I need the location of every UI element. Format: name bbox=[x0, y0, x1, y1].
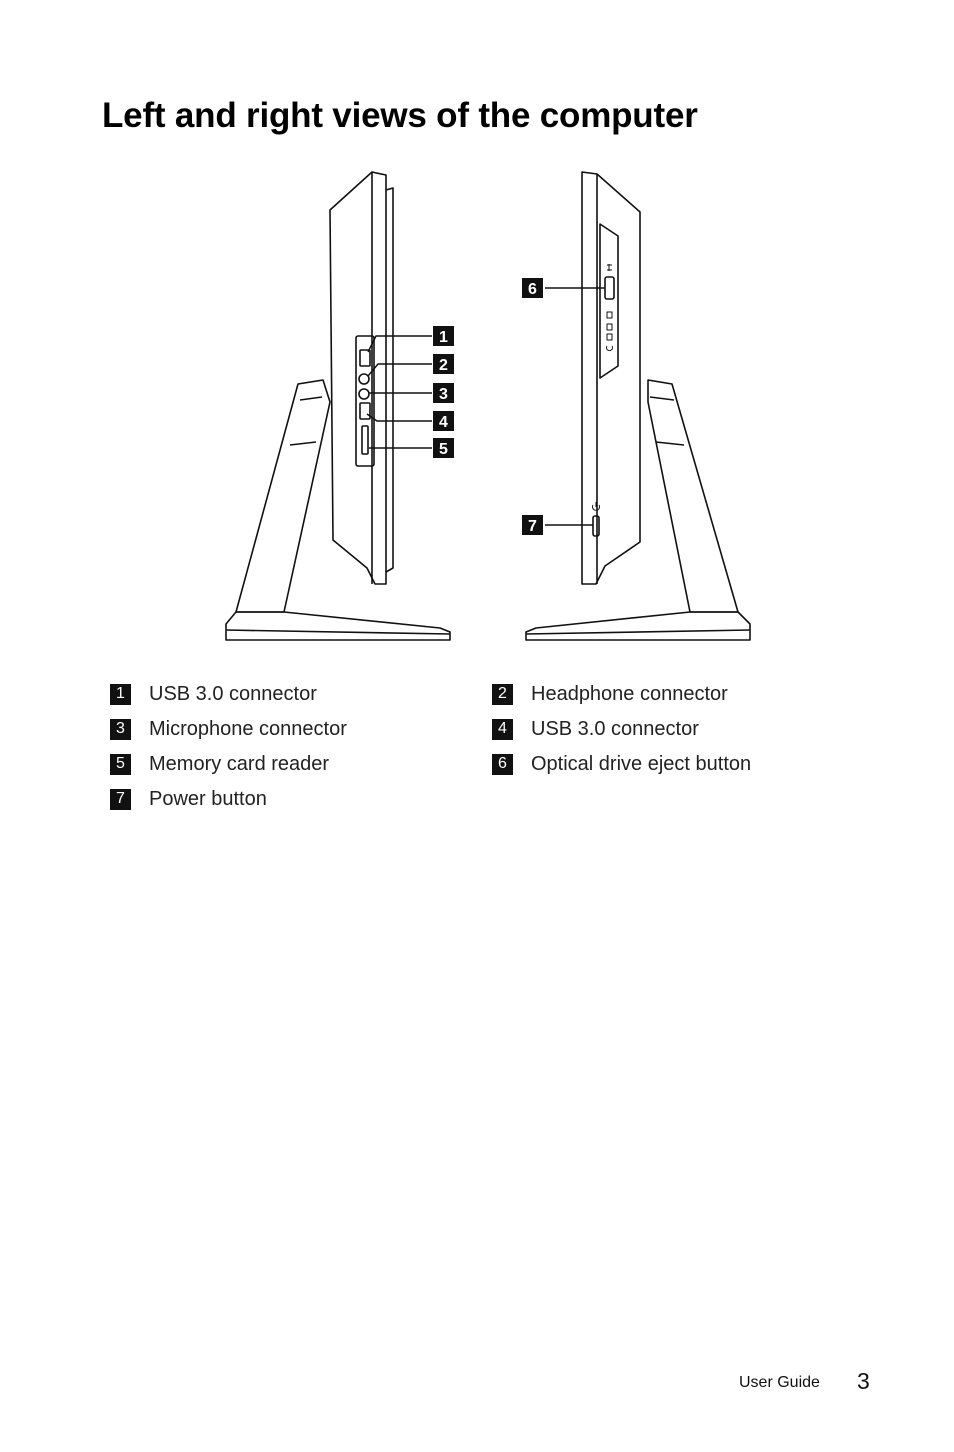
legend-label: USB 3.0 connector bbox=[531, 717, 699, 740]
legend-badge: 1 bbox=[110, 683, 131, 705]
svg-text:3: 3 bbox=[439, 386, 448, 403]
usb-port-1 bbox=[359, 349, 371, 367]
legend-label: Microphone connector bbox=[149, 717, 347, 740]
legend-label: Optical drive eject button bbox=[531, 752, 752, 775]
right-side-view bbox=[525, 171, 751, 641]
svg-text:7: 7 bbox=[528, 518, 537, 535]
page-title: Left and right views of the computer bbox=[102, 96, 698, 135]
svg-text:1: 1 bbox=[439, 329, 448, 346]
right-base bbox=[525, 611, 751, 641]
svg-text:2: 2 bbox=[439, 357, 448, 374]
svg-text:5: 5 bbox=[439, 441, 448, 458]
optical-eject-button bbox=[604, 276, 615, 300]
callout-5: 5 bbox=[433, 438, 454, 458]
callout-7: 7 bbox=[522, 515, 543, 535]
right-stand bbox=[647, 379, 739, 613]
svg-text:4: 4 bbox=[439, 414, 448, 431]
left-port-panel bbox=[355, 335, 375, 467]
legend-badge: 2 bbox=[492, 683, 513, 705]
legend-item-7: 7 Power button bbox=[110, 787, 267, 811]
legend-item-4: 4 USB 3.0 connector bbox=[492, 717, 699, 741]
callout-1: 1 bbox=[433, 326, 454, 346]
left-stand bbox=[235, 379, 331, 613]
headphone-jack bbox=[358, 373, 370, 385]
right-monitor-body bbox=[581, 171, 641, 585]
left-monitor-body bbox=[329, 171, 387, 585]
legend-item-1: 1 USB 3.0 connector bbox=[110, 682, 317, 706]
legend-item-5: 5 Memory card reader bbox=[110, 752, 329, 776]
microphone-jack bbox=[358, 388, 370, 400]
optical-drive-panel bbox=[599, 223, 619, 379]
legend-badge: 7 bbox=[110, 788, 131, 810]
power-icon bbox=[592, 502, 600, 511]
card-reader-slot bbox=[361, 425, 369, 455]
legend-badge: 3 bbox=[110, 718, 131, 740]
legend-item-2: 2 Headphone connector bbox=[492, 682, 728, 706]
callout-leader-lines bbox=[366, 287, 605, 526]
computer-side-views-diagram: 1 2 3 4 5 6 7 bbox=[225, 171, 751, 641]
legend-label: Memory card reader bbox=[149, 752, 330, 775]
legend-item-3: 3 Microphone connector bbox=[110, 717, 347, 741]
footer-label: User Guide bbox=[739, 1374, 820, 1391]
legend-badge: 5 bbox=[110, 753, 131, 775]
callout-2: 2 bbox=[433, 354, 454, 374]
legend-item-6: 6 Optical drive eject button bbox=[492, 752, 751, 776]
callout-3: 3 bbox=[433, 383, 454, 403]
callout-6: 6 bbox=[522, 278, 543, 298]
legend-badge: 4 bbox=[492, 718, 513, 740]
page-number: 3 bbox=[857, 1368, 870, 1394]
power-button bbox=[592, 515, 600, 537]
legend-badge: 6 bbox=[492, 753, 513, 775]
legend-label: Power button bbox=[149, 787, 267, 810]
legend-label: USB 3.0 connector bbox=[149, 682, 317, 705]
legend-label: Headphone connector bbox=[531, 682, 728, 705]
left-base bbox=[225, 611, 451, 641]
svg-text:6: 6 bbox=[528, 281, 537, 298]
callout-4: 4 bbox=[433, 411, 454, 431]
left-side-view bbox=[225, 171, 451, 641]
usb-port-2 bbox=[359, 402, 371, 420]
